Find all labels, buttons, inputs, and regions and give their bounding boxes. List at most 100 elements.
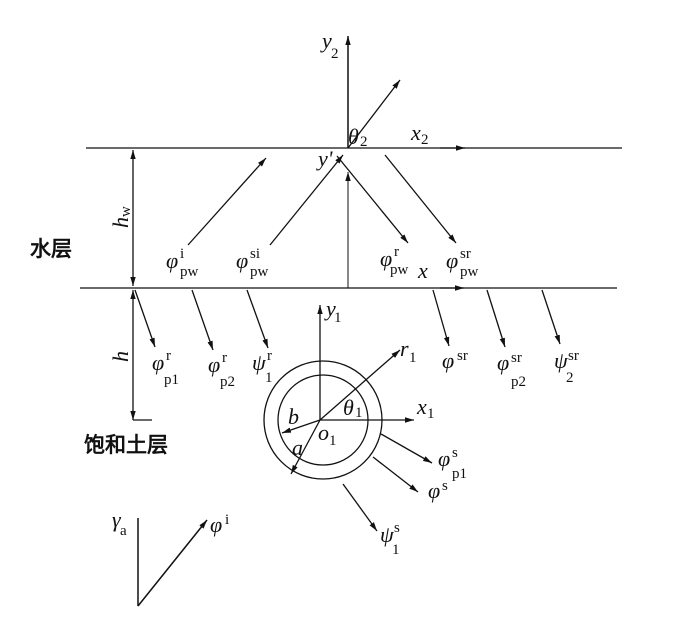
label-base: φ (442, 348, 454, 373)
phi-sr-p2-arrow (486, 289, 506, 348)
label-base: y (324, 296, 336, 321)
label-base: ψ (252, 350, 266, 375)
label-sub: 1 (392, 542, 400, 558)
label-base: r (400, 336, 409, 361)
phi-r-pw-arrow (336, 155, 409, 244)
a-radius-arrow (290, 419, 321, 475)
label-sub: 1 (427, 406, 435, 422)
label-h: h (108, 351, 133, 362)
phi-r-p2-arrow (191, 289, 214, 351)
label-sub: w (118, 206, 134, 217)
label-base: x (416, 394, 427, 419)
label-base: o (318, 420, 329, 445)
label-sup: i (180, 246, 184, 262)
label-sub: pw (390, 262, 409, 278)
label-sup: sr (511, 350, 522, 366)
label-sub: p2 (220, 374, 235, 390)
label-sub: 2 (360, 134, 368, 150)
label-base: x (410, 120, 421, 145)
label-sup: sr (457, 348, 468, 364)
label-base: φ (446, 248, 458, 273)
label-base: y' (316, 146, 333, 171)
label-sub: 1 (265, 370, 273, 386)
label-base: θ (343, 395, 354, 420)
label-base: b (288, 404, 299, 429)
label-sub: 2 (421, 132, 429, 148)
label-base: ψ (554, 348, 568, 373)
label-y1: y1 (324, 296, 342, 326)
phi-s-p1-arrow (380, 433, 433, 464)
label-base: h (108, 351, 133, 362)
label-sup: r (222, 350, 227, 366)
label-base: φ (380, 246, 392, 271)
psi-s-1-arrow (342, 483, 378, 532)
label-base: φ (210, 512, 222, 537)
label-sup: i (225, 512, 229, 528)
label-sup: r (166, 348, 171, 364)
label-sub: p2 (511, 374, 526, 390)
phi-sr-arrow (432, 289, 450, 347)
label-sup: s (452, 445, 458, 461)
label-sup: sr (568, 348, 579, 364)
label-base: φ (166, 248, 178, 273)
psi-sr-2-arrow (541, 289, 561, 345)
label-sub: pw (180, 264, 199, 280)
phi-i-pw-arrow (187, 157, 267, 246)
label-base: γ (112, 507, 122, 532)
label-base: h (108, 217, 133, 228)
label-base: a (292, 435, 303, 460)
b-radius-arrow (281, 419, 321, 434)
label-base: φ (428, 478, 440, 503)
label-sub: a (120, 523, 127, 539)
label-yprime: y' (316, 146, 333, 171)
label-base: φ (208, 352, 220, 377)
label-sup: si (250, 246, 260, 262)
label-sub: 1 (329, 433, 337, 449)
label-base: φ (236, 248, 248, 273)
label-base: ψ (380, 522, 394, 547)
phi-si-pw-arrow (269, 154, 344, 246)
phi-i-arrow (137, 519, 208, 607)
label-b: b (288, 404, 299, 429)
label-sub: 2 (566, 370, 574, 386)
label-hw: hw (108, 206, 134, 228)
water-layer-label: 水层 (30, 237, 72, 261)
soil-layer-label: 饱和土层 (84, 433, 168, 457)
label-base: y (320, 28, 332, 53)
label-sup: s (442, 478, 448, 494)
label-sup: s (394, 520, 400, 536)
r2-arrow (347, 79, 401, 149)
label-base: φ (152, 350, 164, 375)
label-a: a (292, 435, 303, 460)
phi-s-arrow (372, 456, 419, 493)
psi-r-1-arrow (246, 289, 269, 349)
label-sub: 2 (331, 46, 339, 62)
label-sub: pw (250, 264, 269, 280)
label-sub: pw (460, 264, 479, 280)
phi-sr-pw-arrow (384, 154, 457, 244)
label-sup: r (394, 244, 399, 260)
label-x: x (417, 258, 428, 283)
phi-r-p1-arrow (134, 289, 156, 348)
label-y2: y2 (320, 28, 339, 62)
label-base: θ (348, 124, 359, 149)
label-sub: p1 (452, 466, 467, 482)
label-sup: sr (460, 246, 471, 262)
label-base: φ (497, 350, 509, 375)
